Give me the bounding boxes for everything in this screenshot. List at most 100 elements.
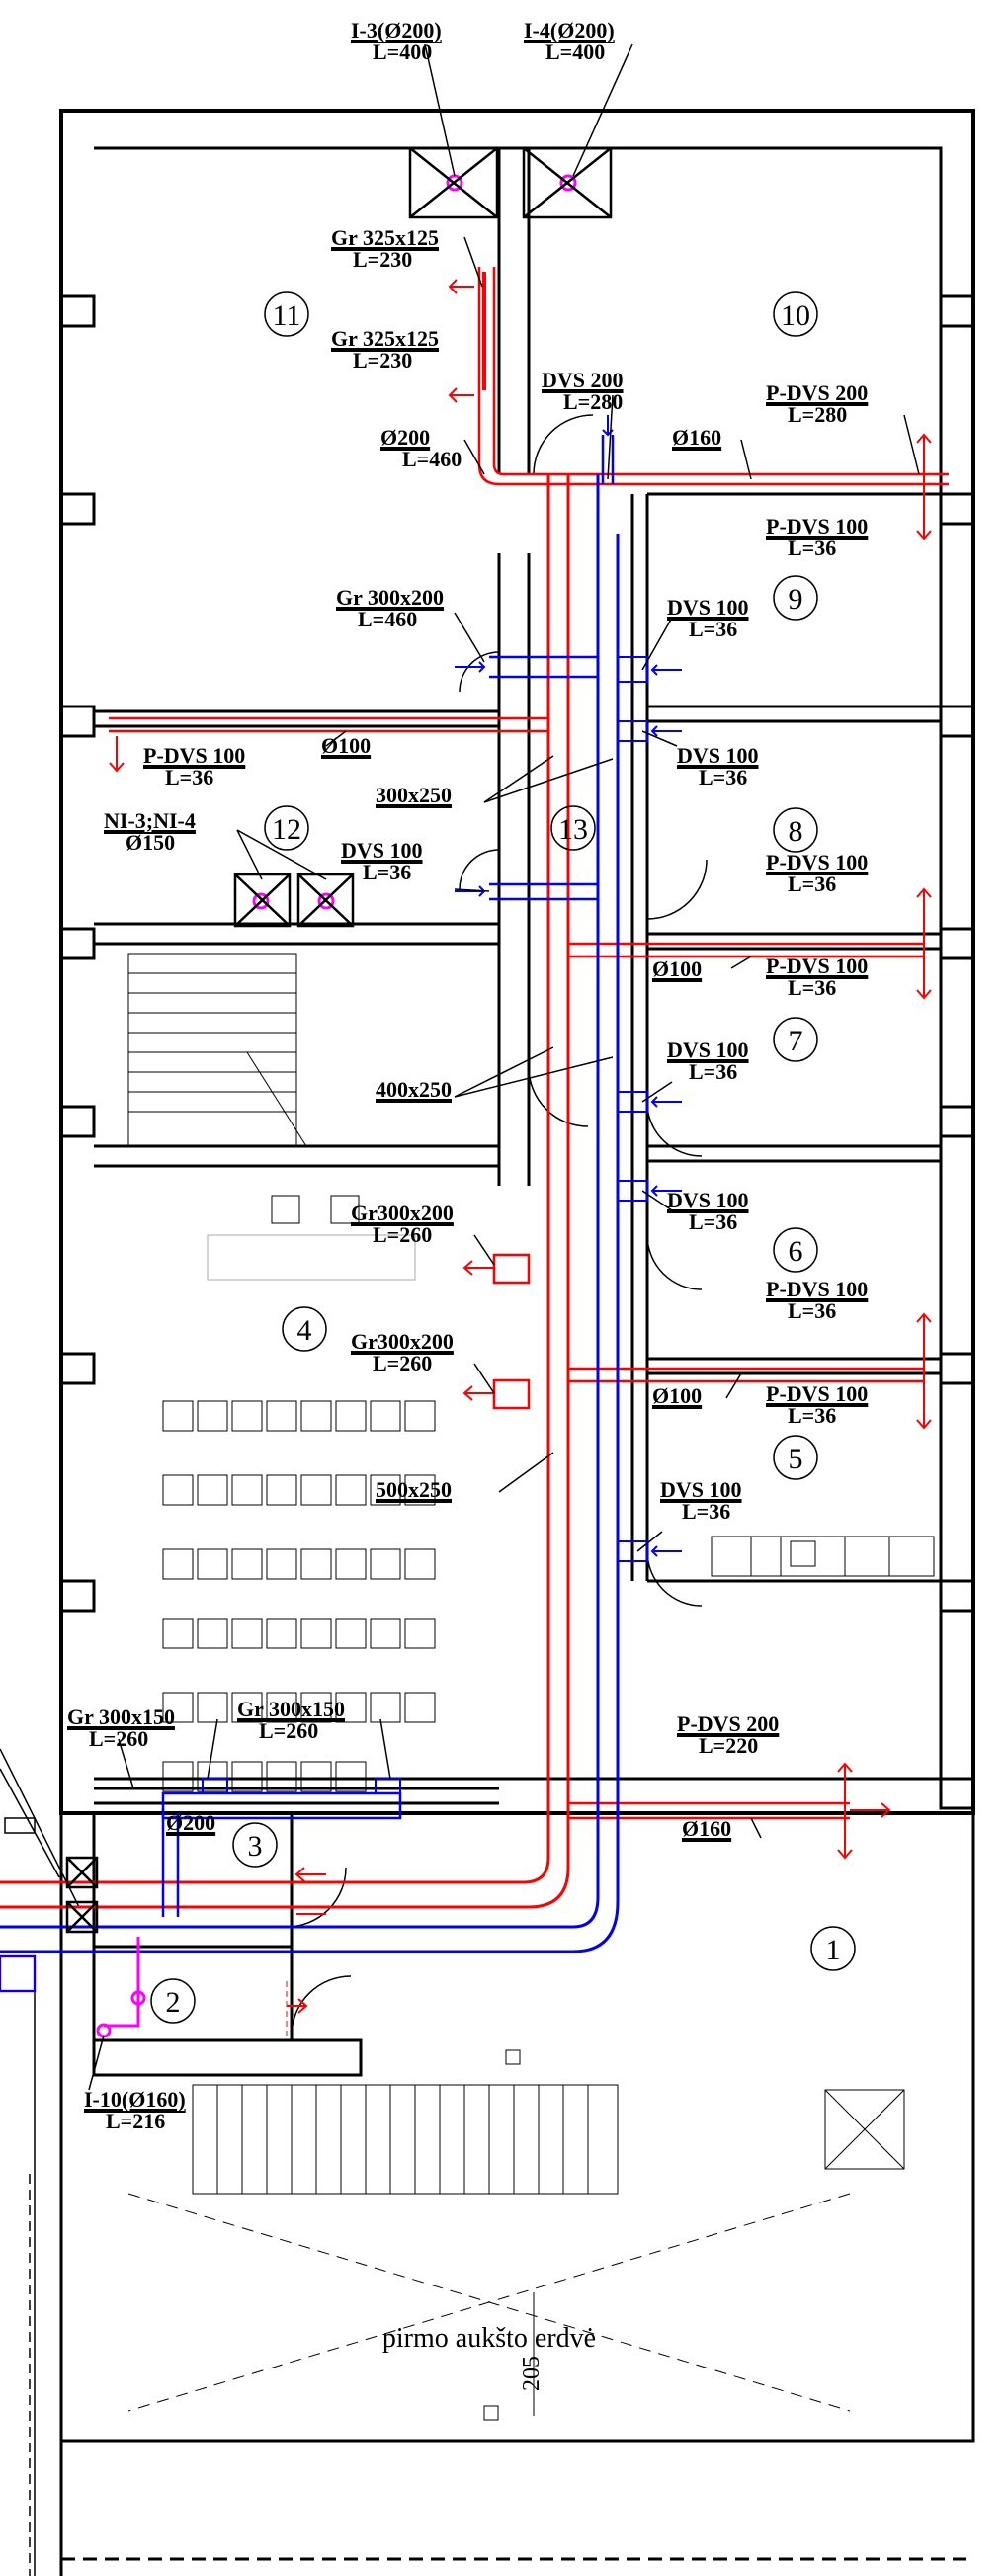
seat	[231, 1474, 263, 1506]
fan-boxes	[65, 146, 613, 1934]
seat	[300, 1618, 332, 1649]
l-400x250-line1: 400x250	[376, 1077, 452, 1102]
seat	[162, 1692, 194, 1723]
outside-details	[0, 1748, 80, 2576]
stairs	[127, 953, 905, 2421]
l-pdvs100d-line1: P-DVS 100	[766, 954, 868, 978]
l-dvs100e-line2: L=36	[689, 1209, 737, 1234]
l-dvs100a-line1: DVS 100	[667, 595, 749, 620]
seat	[370, 1618, 401, 1649]
seat	[335, 1618, 367, 1649]
l-gr300x150a-line1: Gr 300x150	[67, 1704, 175, 1729]
chair	[330, 1195, 360, 1224]
room-6-number: 6	[789, 1235, 803, 1268]
l-d200a-line1: Ø200	[380, 425, 430, 450]
room-circles	[150, 291, 856, 2024]
l-gr300x150a-line2: L=260	[89, 1726, 148, 1751]
l-pdvs100a-line2: L=36	[788, 536, 836, 560]
seat	[404, 1548, 436, 1580]
seat	[266, 1548, 297, 1580]
room-9-number: 9	[789, 583, 803, 616]
dimension-note: 205	[519, 2356, 545, 2391]
l-pdvs100c-line1: P-DVS 100	[766, 850, 868, 874]
l-pdvs100a-line1: P-DVS 100	[766, 514, 868, 539]
room-numbers: 11 10 9 8 12 13 7 6 4 5 3 2 1	[166, 299, 841, 2019]
l-gr300b-line1: Gr300x200	[351, 1201, 454, 1225]
l-pdvs100e-line2: L=36	[788, 1298, 836, 1323]
l-d200b-line1: Ø200	[166, 1810, 215, 1835]
l-dvs100c-line2: L=36	[363, 860, 411, 884]
room-1-number: 1	[826, 1934, 841, 1966]
l-d100c-line1: Ø100	[652, 1383, 702, 1408]
l-pdvs100b-line1: P-DVS 100	[143, 743, 245, 768]
seat	[335, 1474, 367, 1506]
seat	[197, 1400, 228, 1432]
leader-lines	[88, 43, 920, 2091]
l-gr2-line1: Gr 325x125	[331, 326, 439, 351]
l-i3-line1: I-3(Ø200)	[351, 18, 442, 42]
room-11-number: 11	[273, 299, 301, 332]
room-5-number: 5	[789, 1443, 803, 1475]
l-gr300b-line2: L=260	[373, 1222, 432, 1247]
doors	[286, 414, 708, 2036]
l-dvs100c-line1: DVS 100	[341, 838, 423, 863]
seat	[300, 1548, 332, 1580]
seat	[231, 1761, 263, 1792]
l-dvs100d-line1: DVS 100	[667, 1038, 749, 1062]
l-gr300a-line1: Gr 300x200	[336, 585, 444, 610]
room-4-number: 4	[297, 1314, 312, 1347]
l-i4-line1: I-4(Ø200)	[524, 18, 615, 42]
l-pdvs200a-line1: P-DVS 200	[766, 380, 868, 405]
l-dvs100d-line2: L=36	[689, 1059, 737, 1084]
l-dvs200-line2: L=280	[563, 389, 623, 414]
seat	[162, 1400, 194, 1432]
l-pdvs200b-line1: P-DVS 200	[677, 1711, 779, 1736]
seat	[370, 1548, 401, 1580]
seat	[300, 1474, 332, 1506]
seat	[335, 1548, 367, 1580]
seat	[197, 1548, 228, 1580]
l-i4-line2: L=400	[545, 40, 605, 64]
l-pdvs200b-line2: L=220	[699, 1733, 758, 1758]
l-gr300c-line1: Gr300x200	[351, 1329, 454, 1354]
l-gr2-line2: L=230	[353, 348, 412, 373]
supply-ducts	[0, 267, 949, 2036]
room-8-number: 8	[789, 815, 803, 848]
l-dvs100f-line2: L=36	[682, 1499, 730, 1524]
l-500x250-line1: 500x250	[376, 1477, 452, 1502]
seat	[266, 1761, 297, 1792]
seat	[197, 1692, 228, 1723]
room-2-number: 2	[166, 1986, 181, 2019]
l-pdvs200a-line2: L=280	[788, 402, 847, 427]
seat	[404, 1474, 436, 1506]
seat	[197, 1761, 228, 1792]
seat	[404, 1618, 436, 1649]
walls	[59, 109, 975, 2576]
seat	[162, 1618, 194, 1649]
l-i10-line1: I-10(Ø160)	[84, 2087, 186, 2112]
seat	[335, 1692, 367, 1723]
l-gr300x150b-line1: Gr 300x150	[237, 1697, 345, 1721]
seat	[231, 1400, 263, 1432]
l-300x250-line1: 300x250	[376, 783, 452, 807]
l-pdvs100d-line2: L=36	[788, 975, 836, 1000]
exhaust-ducts	[0, 415, 682, 1992]
chair	[271, 1195, 300, 1224]
seat	[335, 1400, 367, 1432]
seat	[162, 1548, 194, 1580]
seat	[370, 1692, 401, 1723]
seat	[197, 1474, 228, 1506]
seat	[404, 1400, 436, 1432]
entrance-note: pirmo aukšto erdvė	[382, 2323, 596, 2354]
l-d100b-line1: Ø100	[652, 956, 702, 981]
l-gr300a-line2: L=460	[358, 607, 417, 631]
l-d160b-line1: Ø160	[682, 1816, 731, 1841]
l-pdvs100b-line2: L=36	[165, 765, 213, 789]
seat	[162, 1474, 194, 1506]
seat	[197, 1618, 228, 1649]
l-pdvs100c-line2: L=36	[788, 872, 836, 896]
l-d100a-line1: Ø100	[321, 733, 371, 758]
l-ni-line2: Ø150	[126, 830, 175, 855]
